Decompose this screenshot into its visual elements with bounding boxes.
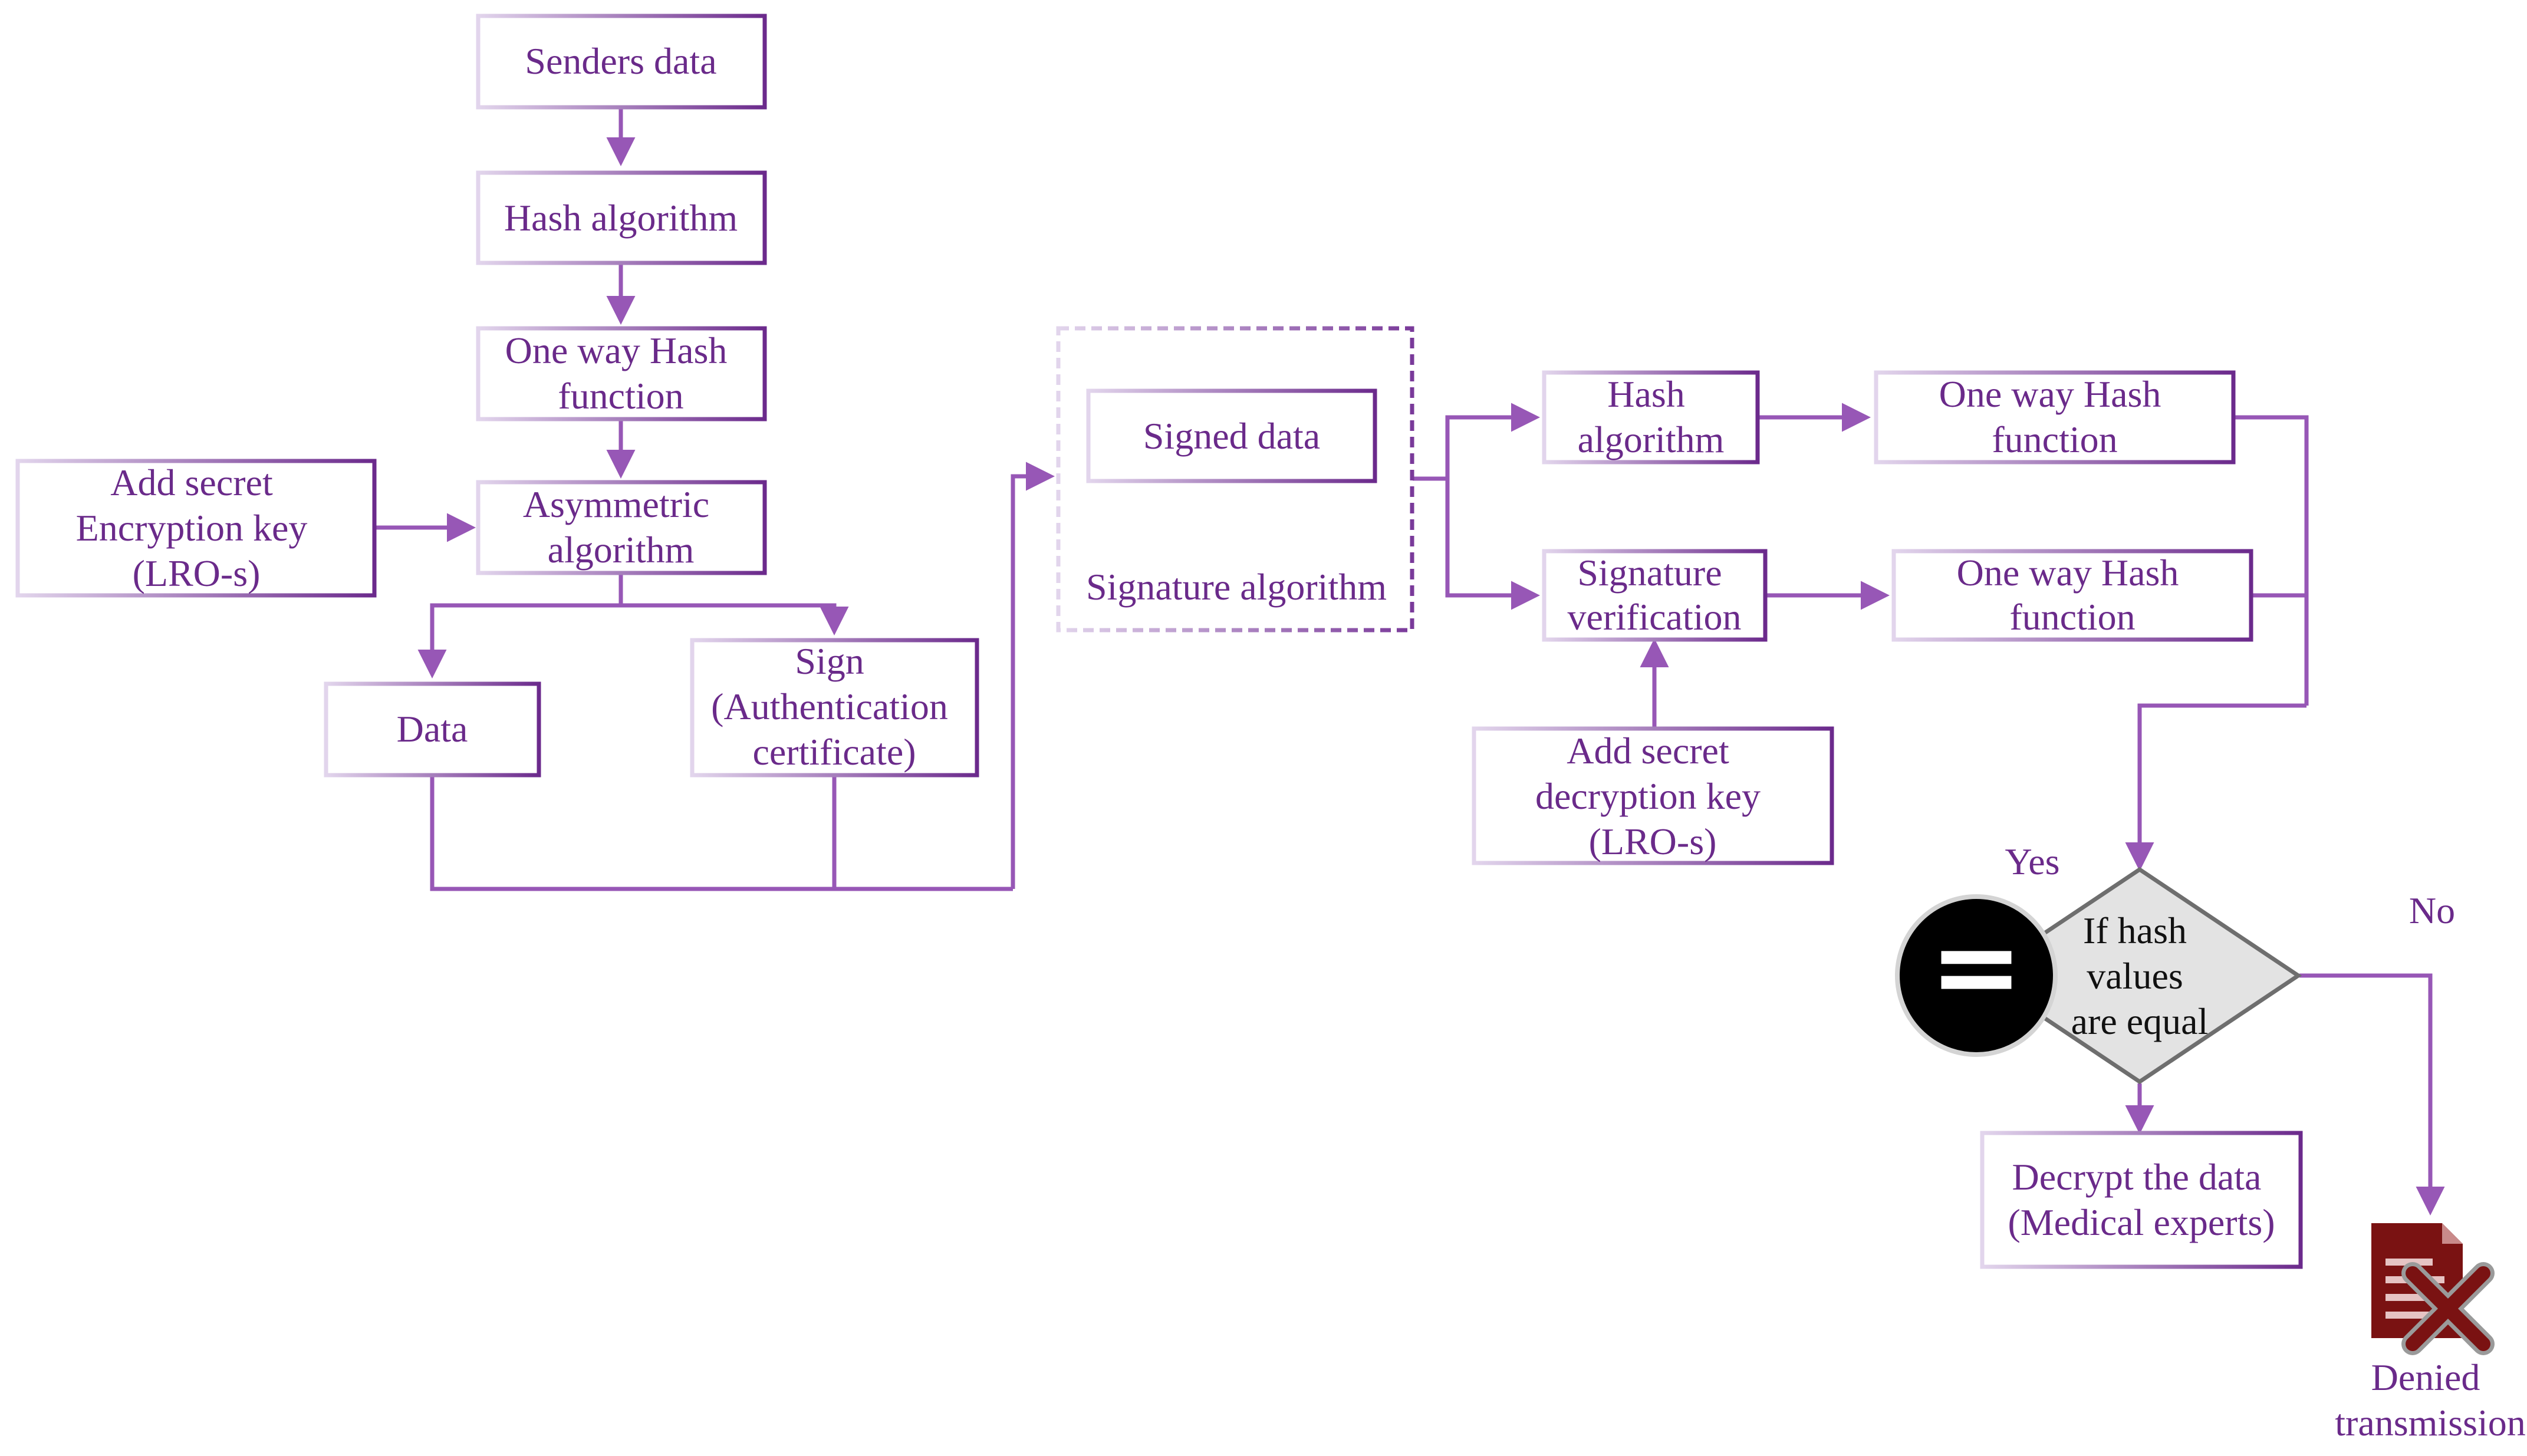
line-oneway-2-to-merge (2234, 415, 2309, 706)
node-one-way-hash-2: One way Hash function (1874, 370, 2236, 465)
node-decision-hash-equal: If hash values are equal (1977, 867, 2302, 1085)
one-way-hash-3-line2: function (2009, 596, 2135, 638)
arrow-merge-to-decision (2125, 703, 2306, 871)
svg-text:Add secret Encryption ke: Add secret Encryption key (LRO-s) (76, 462, 317, 594)
one-way-hash-2-line2: function (1992, 419, 2117, 460)
hash-algorithm-2-line1: Hash (1607, 373, 1685, 415)
verification-line2: verification (1568, 596, 1742, 638)
equals-symbol: = (1929, 901, 2023, 1032)
yes-label: Yes (2005, 841, 2059, 882)
decryption-key-line3: (LRO-s) (1589, 821, 1717, 862)
decryption-key-line2: decryption key (1535, 775, 1761, 817)
node-sign: Sign (Authentication certificate) (690, 638, 979, 778)
svg-text:One way Hash function: One way Hash function (1957, 552, 2189, 638)
equals-circle-icon: = (1895, 894, 2058, 1057)
encryption-key-line1: Add secret (110, 462, 273, 503)
sign-line2: (Authentication (711, 686, 948, 727)
svg-text:Senders data: Senders data (525, 40, 716, 82)
one-way-hash-1-line1: One way Hash (505, 330, 728, 371)
signature-algorithm-label: Signature algorithm (1086, 566, 1387, 608)
sign-line3: certificate) (752, 731, 916, 773)
svg-text:Hash algorithm: Hash algorithm (504, 197, 738, 239)
arrow-split-to-hash (1445, 403, 1540, 479)
svg-text:If hash values are: If hash values are equal (2071, 910, 2209, 1042)
hash-algorithm-2-line2: algorithm (1578, 419, 1725, 460)
one-way-hash-2-line1: One way Hash (1939, 373, 2161, 415)
node-asymmetric-algorithm: Asymmetric algorithm (476, 480, 767, 575)
node-senders-data: Senders data (476, 14, 767, 110)
node-one-way-hash-1: One way Hash function (476, 326, 767, 421)
asymmetric-line1: Asymmetric (523, 483, 709, 525)
svg-text:Asymmetric algorithm: Asymmetric algorithm (523, 483, 719, 571)
one-way-hash-1-line2: function (558, 375, 683, 417)
arrow-split-to-verification (1445, 479, 1540, 610)
data-label: Data (397, 708, 468, 750)
line-data-to-bus (430, 776, 1013, 891)
asymmetric-line2: algorithm (548, 529, 695, 571)
node-signature-verification: Signature verification (1542, 549, 1768, 642)
denied-line1: Denied (2371, 1356, 2480, 1398)
svg-text:One way Hash function: One way Hash function (1939, 373, 2171, 460)
arrow-decision-to-denied (2299, 973, 2445, 1215)
svg-text:Hash algorithm: Hash algorithm (1578, 373, 1725, 460)
svg-text:Decrypt the data (Medica: Decrypt the data (Medical experts) (2008, 1156, 2275, 1243)
node-hash-algorithm-2: Hash algorithm (1542, 370, 1760, 465)
node-one-way-hash-3: One way Hash function (1891, 549, 2253, 642)
arrow-asymmetric-to-data (417, 574, 623, 678)
decision-line3: are equal (2071, 1000, 2209, 1042)
decrypt-line1: Decrypt the data (2012, 1156, 2262, 1198)
one-way-hash-3-line1: One way Hash (1957, 552, 2179, 594)
encryption-key-line3: (LRO-s) (133, 552, 261, 594)
decision-line2: values (2087, 955, 2183, 997)
svg-text:Add secret decryption ke: Add secret decryption key (LRO-s) (1535, 730, 1770, 862)
node-signed-data: Signed data (1086, 388, 1377, 483)
verification-line1: Signature (1577, 552, 1722, 594)
decrypt-line2: (Medical experts) (2008, 1201, 2275, 1243)
svg-text:One way Hash function: One way Hash function (505, 330, 737, 417)
decryption-key-line1: Add secret (1567, 730, 1729, 772)
senders-data-label: Senders data (525, 40, 716, 82)
signed-data-label: Signed data (1143, 415, 1320, 457)
svg-text:Sign (Authentication: Sign (Authentication certificate) (711, 640, 958, 773)
node-add-secret-encryption-key: Add secret Encryption key (LRO-s) (15, 459, 377, 598)
encryption-key-line2: Encryption key (76, 507, 308, 549)
svg-text:Signature verification: Signature verification (1568, 552, 1742, 638)
denied-line2: transmission (2335, 1402, 2526, 1444)
svg-text:Data: Data (397, 708, 468, 750)
no-label: No (2409, 890, 2455, 931)
document-denied-icon (2371, 1223, 2495, 1355)
group-signature-algorithm: Signed data Signature algorithm (1056, 326, 1414, 633)
decision-line1: If hash (2083, 910, 2187, 951)
node-decrypt-data: Decrypt the data (Medical experts) (1980, 1131, 2303, 1269)
svg-text:Signed data: Signed data (1143, 415, 1320, 457)
sign-line1: Sign (795, 640, 864, 682)
arrow-asymmetric-to-sign (621, 603, 849, 635)
arrow-bus-to-signature-algorithm (1011, 462, 1055, 889)
connectors (375, 108, 2445, 1215)
node-add-secret-decryption-key: Add secret decryption key (LRO-s) (1472, 726, 1834, 865)
svg-text:Denied transmission: Denied transmission (2335, 1356, 2526, 1444)
hash-algorithm-1-label: Hash algorithm (504, 197, 738, 239)
svg-text:Signature algorithm: Signature algorithm (1086, 566, 1387, 608)
node-hash-algorithm-1: Hash algorithm (476, 170, 767, 265)
node-data: Data (324, 681, 541, 778)
